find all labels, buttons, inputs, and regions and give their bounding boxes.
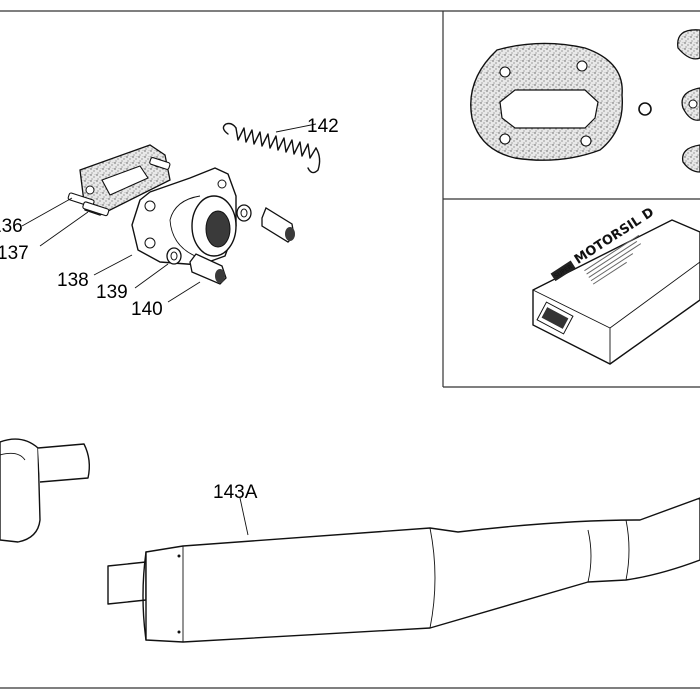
intake-gasket [79, 144, 171, 216]
callout-136: 136 [0, 216, 23, 237]
intake-assembly [67, 122, 321, 285]
sealant-box: SUPER MOTORSIL D [532, 205, 700, 365]
callout-139: 139 [96, 282, 128, 303]
gasket-kit-panel [470, 29, 700, 173]
exhaust-gaskets [677, 29, 700, 173]
sealant-box-panel: SUPER MOTORSIL D [532, 205, 700, 365]
leader-lines [21, 123, 317, 536]
o-ring [638, 102, 652, 116]
washer-139 [166, 247, 182, 265]
exhaust-muffler [107, 497, 700, 643]
callout-137: 137 [0, 243, 29, 264]
washer-upper [236, 204, 252, 222]
nut-140 [189, 253, 227, 285]
carburettor-flange [131, 167, 237, 266]
spring [222, 122, 321, 174]
callout-140: 140 [131, 299, 163, 320]
studs [67, 157, 171, 217]
callout-143a: 143A [213, 482, 258, 503]
nut-upper [261, 207, 295, 243]
callout-142: 142 [307, 116, 339, 137]
exhaust-end-piece [0, 438, 91, 543]
cylinder-base-gasket [470, 42, 624, 161]
callout-138: 138 [57, 270, 89, 291]
diagram-frame [0, 10, 700, 689]
